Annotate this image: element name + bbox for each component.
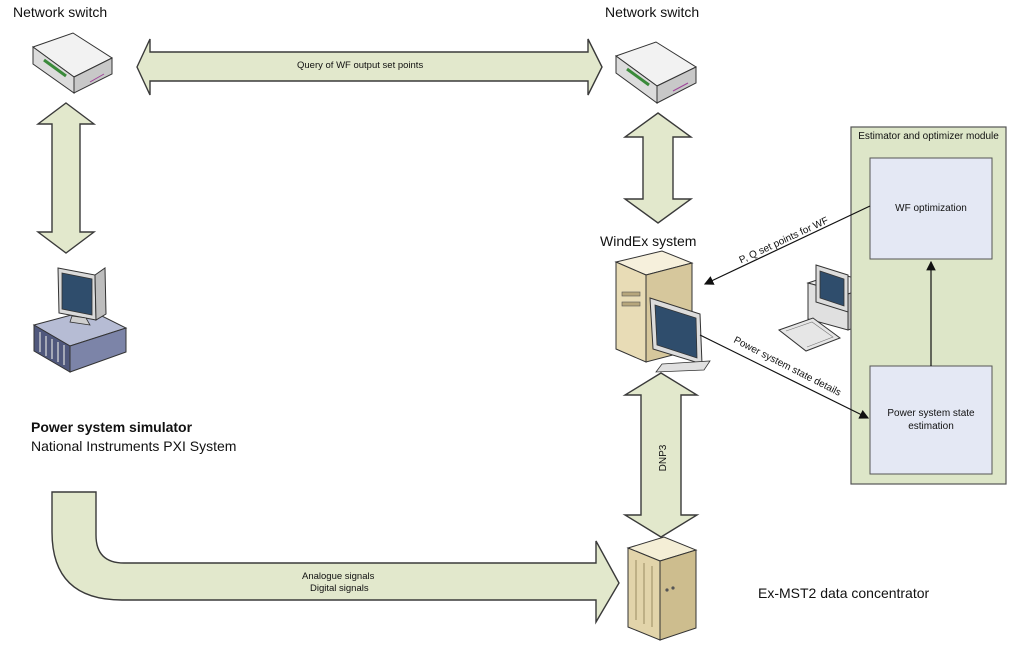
dnp3-label: DNP3 <box>658 444 669 471</box>
wf-optimization-box <box>869 157 993 260</box>
left-vertical-double-arrow <box>35 102 97 254</box>
network-switch-right-icon <box>614 41 698 104</box>
pq-setpoints-label: P, Q set points for WF <box>738 215 831 266</box>
module-title: Estimator and optimizer module <box>858 131 999 142</box>
query-arrow-label: Query of WF output set points <box>297 60 424 71</box>
simulator-subtitle: National Instruments PXI System <box>31 438 237 454</box>
query-double-arrow <box>136 38 603 96</box>
state-estimation-box <box>869 365 993 475</box>
signals-label-analogue: Analogue signals <box>302 571 375 582</box>
windex-server-icon <box>614 250 711 373</box>
state-details-arrow <box>699 334 870 419</box>
state-details-label: Power system state details <box>732 335 843 399</box>
wf-optimization-label: WF optimization <box>895 203 967 214</box>
right-vertical-double-arrow <box>622 112 694 224</box>
data-concentrator-icon <box>626 536 698 641</box>
network-switch-left-label: Network switch <box>13 4 108 20</box>
pxi-system-icon <box>32 267 128 373</box>
signals-label-digital: Digital signals <box>310 583 369 594</box>
network-switch-left-icon <box>31 32 114 94</box>
windex-system-label: WindEx system <box>600 233 697 249</box>
simulator-title: Power system simulator <box>31 419 193 435</box>
signals-curved-arrow <box>51 491 620 625</box>
network-switch-right-label: Network switch <box>605 4 700 20</box>
pq-setpoints-arrow <box>703 205 871 285</box>
dnp3-double-arrow <box>622 372 700 538</box>
state-estimation-label: Power system state estimation <box>887 408 975 432</box>
data-concentrator-label: Ex-MST2 data concentrator <box>758 585 930 601</box>
